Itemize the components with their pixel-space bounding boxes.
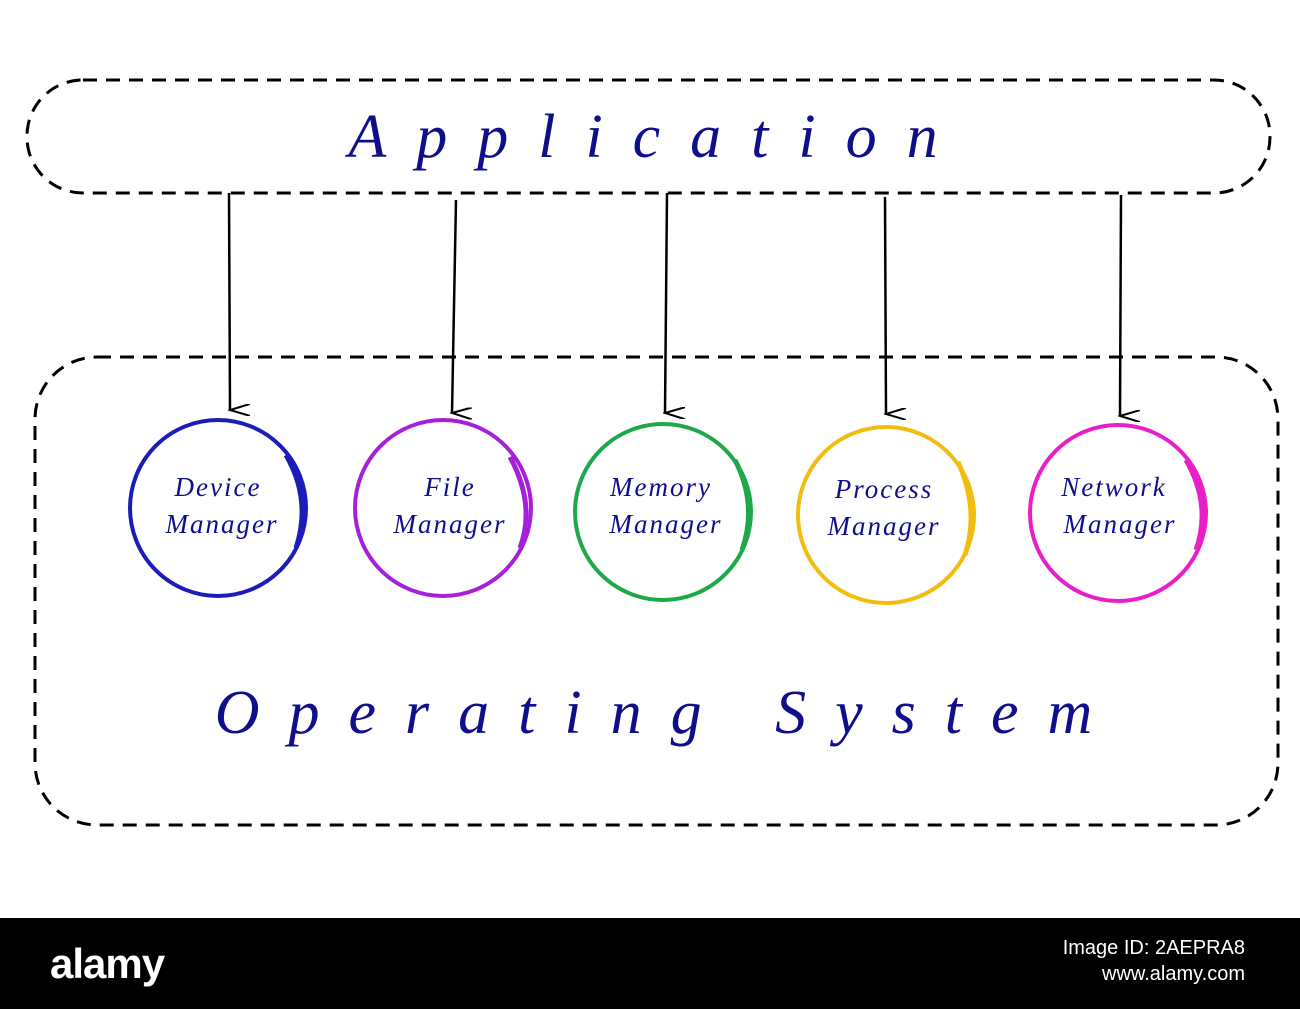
operating-system-container [33,355,1280,827]
application-label: Application [344,103,967,171]
device-manager-node: Device Manager [128,418,308,598]
arrow-to-network-manager [1120,194,1121,416]
network-manager-node: Network Manager [1028,423,1208,603]
arrow-to-device-manager [227,192,230,410]
process-manager-circle-stroke-end [955,460,974,556]
diagram-canvas: Application Operating System Device Mana… [25,78,1280,827]
process-manager-circle [796,425,976,605]
arrow-to-memory-manager [665,192,667,413]
network-manager-circle-stroke-end [1183,458,1205,551]
process-manager-node: Process Manager [796,425,976,605]
device-manager-circle [128,418,308,598]
file-manager-circle-stroke-end [507,455,529,549]
operating-system-label: Operating System [215,679,1122,747]
arrow-to-process-manager [883,196,886,414]
device-manager-circle-stroke-end [283,453,305,549]
device-manager-label-line2: Manager [165,509,279,539]
network-manager-label-line2: Manager [1063,509,1177,539]
watermark-footer: alamy Image ID: 2AEPRA8 www.alamy.com [0,918,1300,1009]
memory-manager-circle-stroke-end [732,458,752,551]
network-manager-circle [1028,423,1208,603]
alamy-logo: alamy [50,940,165,987]
image-id-block: Image ID: 2AEPRA8 www.alamy.com [1063,935,1245,987]
site-url-text: www.alamy.com [1102,963,1245,985]
application-container [25,78,1272,195]
process-manager-label-line2: Manager [827,511,941,541]
file-manager-circle [353,418,533,598]
memory-manager-label-line2: Manager [609,509,723,539]
image-id-text: Image ID: 2AEPRA8 [1062,937,1245,959]
file-manager-label-line2: Manager [393,509,507,539]
file-manager-node: File Manager [353,418,533,598]
network-manager-label-line1: Network [1060,472,1167,502]
arrow-to-file-manager [452,199,456,413]
memory-manager-node: Memory Manager [573,422,753,602]
process-manager-label-line1: Process [834,474,933,504]
device-manager-label-line1: Device [174,472,262,502]
file-manager-label-line1: File [423,472,475,502]
memory-manager-label-line1: Memory [609,472,712,502]
